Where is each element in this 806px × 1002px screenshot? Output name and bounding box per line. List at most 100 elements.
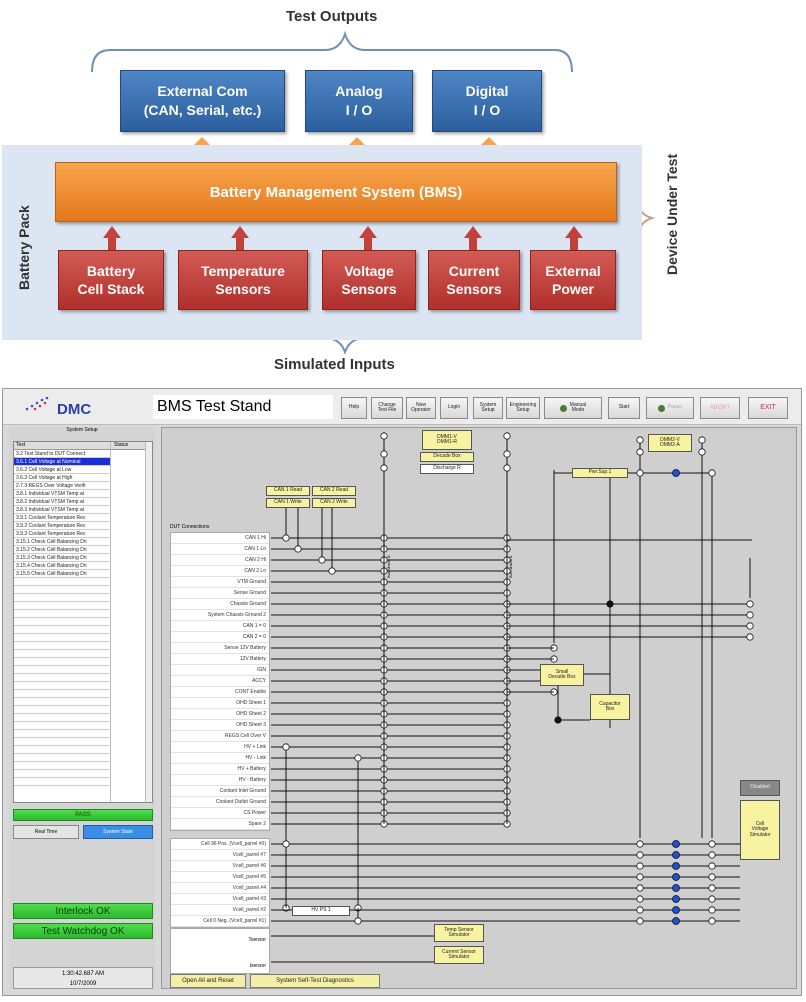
empty-test-row [14, 690, 110, 698]
current-sensor-simulator[interactable]: Current Sensor Simulator [434, 946, 484, 964]
system-state-button[interactable]: System State [83, 825, 153, 839]
bms-block: Battery Management System (BMS) [55, 162, 617, 222]
connection-label: HV - Battery [171, 775, 269, 786]
battery-pack-label: Battery Pack [16, 205, 32, 290]
test-row[interactable]: 3.15.5 Check Cell Balancing Dri [14, 570, 110, 578]
system-setup-button[interactable]: System Setup [473, 397, 503, 419]
pause-button[interactable]: Pause [646, 397, 694, 419]
test-row[interactable]: 3.6.2 Cell Voltage at Low [14, 466, 110, 474]
open-all-reset-button[interactable]: Open All and Reset [170, 974, 246, 988]
test-list[interactable]: Test Status 3.2 Test Stand to DUT Connec… [13, 441, 153, 803]
pause-led-icon [657, 404, 665, 412]
test-row[interactable]: 2.7.3 REGS Over Voltage Verifi [14, 482, 110, 490]
isensor-label: Isensor [249, 963, 266, 969]
manual-mode-button[interactable]: Manual Mode [544, 397, 602, 419]
can1-read-button[interactable]: CAN 1 Read [266, 486, 310, 496]
can2-read-button[interactable]: CAN 2 Read [312, 486, 356, 496]
test-row[interactable]: 3.6.3 Cell Voltage at High [14, 474, 110, 482]
test-row[interactable]: 3.6.1 Cell Voltage at Nominal [14, 458, 110, 466]
switch-node [672, 917, 680, 925]
capacitor-box[interactable]: Capacitor Box [590, 694, 630, 720]
test-row[interactable]: 3.8.3 Individual VTSM Temp at [14, 506, 110, 514]
new-operator-button[interactable]: New Operator [406, 397, 436, 419]
help-button[interactable]: Help [341, 397, 367, 419]
test-list-scrollbar[interactable] [145, 442, 152, 802]
outputs-brace [91, 30, 573, 73]
switch-node [672, 862, 680, 870]
test-row[interactable]: 3.8.2 Individual VTSM Temp at [14, 498, 110, 506]
bms-test-stand-window: DMC BMS Test Stand Help Change Test File… [2, 388, 802, 996]
connection-label: HV + Link [171, 742, 269, 753]
test-row[interactable]: 3.15.3 Check Cell Balancing Dri [14, 554, 110, 562]
switch-node [708, 906, 716, 914]
login-button[interactable]: Login [440, 397, 468, 419]
connection-label: Vcell_parrel #4 [171, 883, 269, 894]
real-time-button[interactable]: Real Time [13, 825, 79, 839]
switch-node [380, 432, 388, 440]
test-row[interactable]: 3.9.2 Coolant Temperature Rec [14, 522, 110, 530]
switch-node [672, 895, 680, 903]
hv-ps-selector[interactable]: HV PS 1 [292, 906, 350, 916]
dmm1-box[interactable]: DMM1-V DMM1-R [422, 430, 472, 450]
test-row[interactable]: 3.9.3 Coolant Temperature Rec [14, 530, 110, 538]
test-row[interactable]: 3.15.2 Check Cell Balancing Dri [14, 546, 110, 554]
empty-test-row [14, 722, 110, 730]
change-test-file-button[interactable]: Change Test File [371, 397, 403, 419]
empty-test-row [14, 578, 110, 586]
cell-voltage-simulator[interactable]: Cell Voltage Simulator [740, 800, 780, 860]
test-row[interactable]: 3.8.1 Individual VTSM Temp at [14, 490, 110, 498]
switch-node [503, 450, 511, 458]
connection-label: CAN 1 Lo [171, 544, 269, 555]
switch-node [318, 556, 326, 564]
switch-node [708, 840, 716, 848]
bus-label: Bus Matrix B [386, 555, 391, 578]
empty-test-row [14, 770, 110, 778]
temp-sensor-simulator[interactable]: Temp Sensor Simulator [434, 924, 484, 942]
test-list-header: Test Status [14, 442, 152, 450]
switch-node [354, 917, 362, 925]
can1-write-button[interactable]: CAN 1 Write [266, 498, 310, 508]
switch-node [672, 884, 680, 892]
column-status: Status [114, 442, 129, 448]
decade-box[interactable]: Decade Box [420, 452, 474, 462]
test-row[interactable]: 3.2 Test Stand to DUT Connect [14, 450, 110, 458]
test-row[interactable]: 3.15.4 Check Cell Balancing Dri [14, 562, 110, 570]
self-test-button[interactable]: System Self-Test Diagnostics [250, 974, 380, 988]
disabled-indicator: Disabled [740, 780, 780, 796]
empty-test-row [14, 714, 110, 722]
power-supply-box[interactable]: Pwr.Sup.1 [572, 468, 628, 478]
engineering-setup-button[interactable]: Engineering Setup [506, 397, 540, 419]
connection-label: CAN 2 Lo [171, 566, 269, 577]
empty-test-row [14, 610, 110, 618]
header-bar: DMC BMS Test Stand Help Change Test File… [3, 389, 801, 425]
switch-node [708, 862, 716, 870]
switch-node [672, 851, 680, 859]
empty-test-row [14, 738, 110, 746]
discharge-r-box[interactable]: Discharge R [420, 464, 474, 474]
start-button[interactable]: Start [608, 397, 640, 419]
test-row[interactable]: 3.9.1 Coolant Temperature Rec [14, 514, 110, 522]
manual-led-icon [559, 404, 567, 412]
empty-test-row [14, 586, 110, 594]
connection-label: Vcell_parrel #2 [171, 905, 269, 916]
test-row[interactable]: 3.15.1 Check Cell Balancing Dri [14, 538, 110, 546]
exit-button[interactable]: EXIT [748, 397, 788, 419]
dmm2-box[interactable]: DMM2-V DMM2-A [648, 434, 692, 452]
connection-label: HV - Link [171, 753, 269, 764]
interlock-indicator: Interlock OK [13, 903, 153, 919]
switch-node [708, 469, 716, 477]
abort-button[interactable]: ABORT [700, 397, 740, 419]
clock-time: 1:30:42.687 AM [61, 971, 105, 977]
can2-write-button[interactable]: CAN 2 Write [312, 498, 356, 508]
switch-node [503, 464, 511, 472]
connection-label: Spare 2 [171, 819, 269, 830]
small-decade-box[interactable]: Small Decade Box [540, 664, 584, 686]
connection-label: OHD Sheet 1 [171, 698, 269, 709]
empty-test-row [14, 602, 110, 610]
switch-node [672, 906, 680, 914]
switch-node [708, 895, 716, 903]
empty-test-row [14, 674, 110, 682]
connection-label: Coolant Outlet Ground [171, 797, 269, 808]
switch-node [636, 884, 644, 892]
switch-node [636, 840, 644, 848]
